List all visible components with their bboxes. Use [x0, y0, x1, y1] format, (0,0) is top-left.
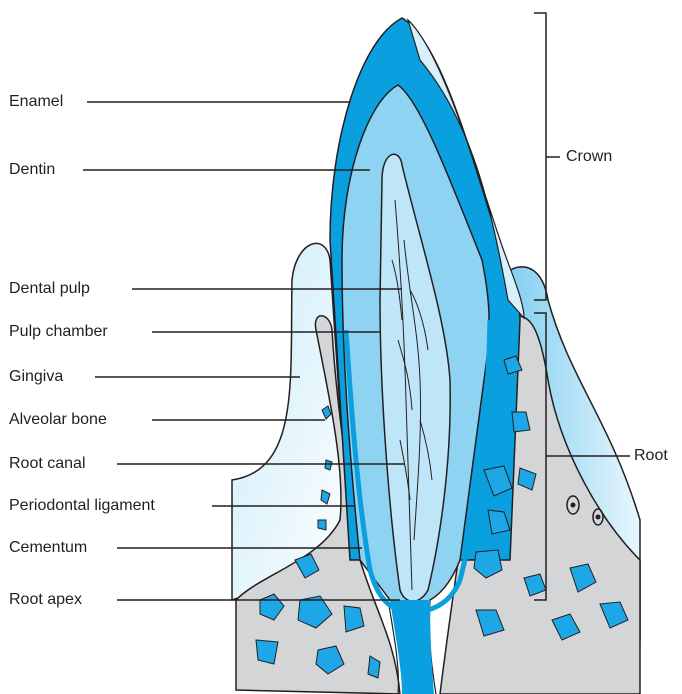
label-dental-pulp: Dental pulp	[9, 280, 90, 298]
crown-bracket	[534, 13, 546, 300]
label-root-canal: Root canal	[9, 455, 86, 473]
label-pulp-chamber: Pulp chamber	[9, 323, 108, 341]
label-crown: Crown	[566, 148, 612, 166]
label-cementum: Cementum	[9, 539, 87, 557]
label-enamel: Enamel	[9, 93, 63, 111]
label-root: Root	[634, 447, 668, 465]
label-periodontal-ligament: Periodontal ligament	[9, 497, 155, 515]
label-root-apex: Root apex	[9, 591, 82, 609]
label-alveolar-bone: Alveolar bone	[9, 411, 107, 429]
label-gingiva: Gingiva	[9, 368, 63, 386]
label-dentin: Dentin	[9, 161, 55, 179]
